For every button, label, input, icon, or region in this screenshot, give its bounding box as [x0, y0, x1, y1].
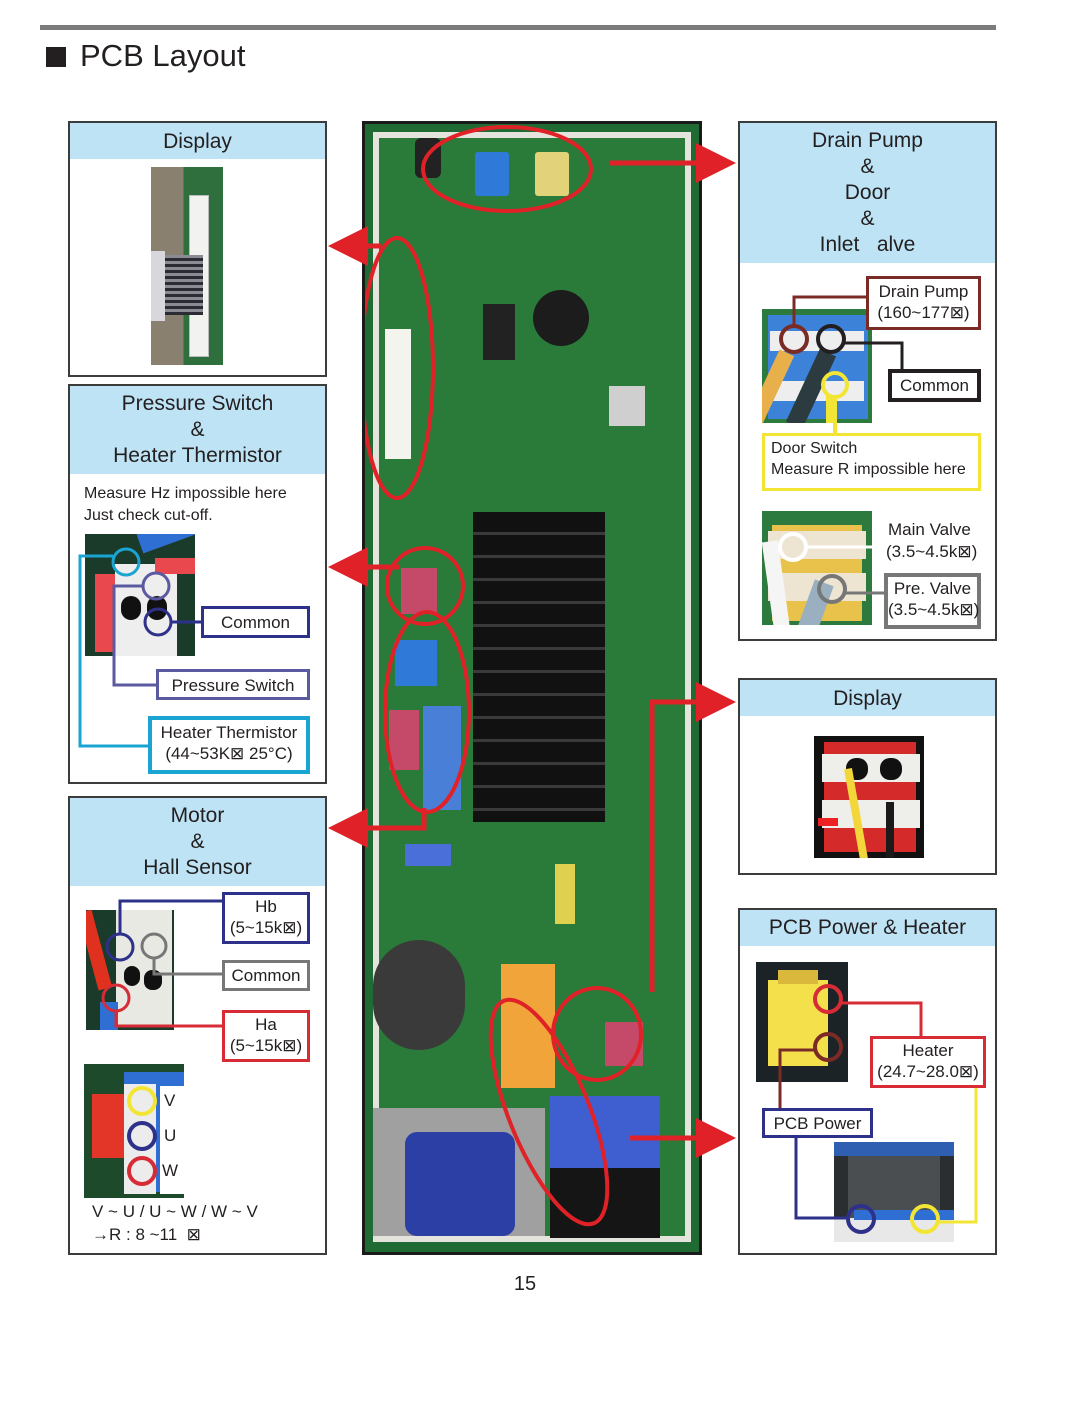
motor-phase-markers	[127, 1086, 157, 1186]
panel-header: PCB Power & Heater	[740, 910, 995, 946]
panel-header-text: Display	[163, 130, 232, 153]
label-text: (5~15k⊠)	[229, 1036, 303, 1055]
header-line: Inlet alve	[819, 233, 916, 256]
label-text: (3.5~4.5k⊠)	[888, 600, 980, 619]
power-relay-photo	[756, 962, 848, 1082]
pink-connector	[401, 568, 437, 614]
header-line: Drain Pump	[812, 129, 923, 152]
display-connector-photo-2	[814, 736, 924, 858]
header-line: Heater Thermistor	[113, 444, 282, 467]
label-ha: Ha (5~15k⊠)	[222, 1010, 310, 1062]
note-line-1: Measure Hz impossible here	[84, 485, 287, 502]
label-pressure-switch: Pressure Switch	[156, 669, 310, 700]
white-connector	[385, 329, 411, 459]
note-line-2: Just check cut-off.	[84, 507, 213, 524]
panel-pcb-power-heater: PCB Power & Heater Heater (24.7~28.0⊠) P…	[738, 908, 997, 1255]
pink-connector-3	[605, 1022, 643, 1066]
top-rule	[40, 25, 996, 30]
blue-connector-2	[395, 640, 437, 686]
label-main-valve-line-2: (3.5~4.5k⊠)	[886, 542, 978, 561]
label-text: Ha	[255, 1015, 277, 1034]
panel-display-left: Display	[68, 121, 327, 377]
header-line: &	[190, 830, 205, 853]
panel-header: Display	[740, 680, 995, 716]
panel-header: Pressure Switch & Heater Thermistor	[70, 386, 325, 474]
orange-relay	[501, 964, 555, 1088]
pressure-connector-photo	[85, 534, 195, 656]
header-line: &	[860, 207, 875, 230]
label-common: Common	[222, 960, 310, 991]
power-terminal-photo	[834, 1142, 954, 1242]
motor-connector-photo: V U W	[84, 1064, 184, 1198]
bullet-square-icon	[46, 47, 66, 67]
header-line: Door	[844, 181, 891, 204]
phase-label-u: U	[164, 1126, 177, 1145]
motor-formula-line-2: →R : 8 ~11 ⊠	[92, 1225, 201, 1244]
label-pcb-power: PCB Power	[762, 1108, 873, 1138]
label-text: (160~177⊠)	[877, 303, 970, 322]
beige-connector	[535, 152, 569, 196]
panel-header-text: PCB Power & Heater	[768, 916, 967, 939]
label-text: Pre. Valve	[893, 579, 972, 598]
label-text: Common	[900, 376, 969, 395]
label-pre-valve: Pre. Valve (3.5~4.5k⊠)	[884, 573, 981, 629]
label-text: Common	[221, 613, 290, 632]
label-text: (44~53K⊠ 25°C)	[165, 744, 293, 763]
label-drain-pump: Drain Pump (160~177⊠)	[866, 276, 981, 330]
drain-door-connector-photo	[762, 309, 872, 423]
blue-connector	[475, 152, 509, 196]
phase-label-v: V	[164, 1091, 176, 1110]
header-line: Pressure Switch	[121, 392, 274, 415]
panel-display-right: Display	[738, 678, 997, 875]
panel-header: Drain Pump & Door & Inlet alve	[740, 123, 995, 263]
phase-label-w: W	[162, 1161, 179, 1180]
label-heater-thermistor: Heater Thermistor (44~53K⊠ 25°C)	[148, 716, 310, 774]
label-text: Measure R impossible here	[771, 461, 966, 478]
label-text: Common	[231, 966, 301, 985]
label-text: Door Switch	[771, 440, 858, 457]
hall-connector-photo	[86, 910, 174, 1030]
label-heater: Heater (24.7~28.0⊠)	[870, 1036, 986, 1088]
panel-header: Display	[70, 123, 325, 159]
label-door-switch: Door Switch Measure R impossible here	[762, 433, 981, 491]
label-text: Pressure Switch	[171, 676, 295, 695]
heatsink	[473, 512, 605, 822]
label-text: Drain Pump	[878, 282, 969, 301]
panel-header-text: Display	[833, 687, 902, 710]
label-text: (5~15k⊠)	[229, 918, 303, 937]
panel-motor-hall: Motor & Hall Sensor Hb (5~15k⊠) Common H…	[68, 796, 327, 1255]
valve-connector-photo	[762, 511, 872, 625]
pcb-photo	[362, 121, 702, 1255]
header-line: &	[860, 155, 875, 178]
page-title-text: PCB Layout	[80, 38, 246, 73]
label-common: Common	[201, 606, 310, 638]
header-line: Hall Sensor	[143, 856, 252, 879]
motor-formula-line-1: V ~ U / U ~ W / W ~ V	[92, 1202, 258, 1221]
page-number: 15	[513, 1273, 537, 1295]
label-hb: Hb (5~15k⊠)	[222, 892, 310, 944]
label-common: Common	[888, 369, 981, 402]
label-main-valve-line-1: Main Valve	[888, 520, 971, 539]
panel-header: Motor & Hall Sensor	[70, 798, 325, 886]
label-text: Heater	[902, 1041, 954, 1060]
panel-drain-door-valve: Drain Pump & Door & Inlet alve Drain Pum…	[738, 121, 997, 641]
label-text: Hb	[255, 897, 277, 916]
label-text: PCB Power	[773, 1114, 862, 1133]
panel-pressure-thermistor: Pressure Switch & Heater Thermistor Meas…	[68, 384, 327, 784]
label-text: Heater Thermistor	[160, 723, 298, 742]
label-text: (24.7~28.0⊠)	[877, 1062, 979, 1081]
page-title: PCB Layout	[46, 38, 245, 74]
header-line: &	[190, 418, 205, 441]
display-connector-photo	[151, 167, 223, 365]
pink-connector-2	[389, 710, 419, 770]
header-line: Motor	[170, 804, 225, 827]
